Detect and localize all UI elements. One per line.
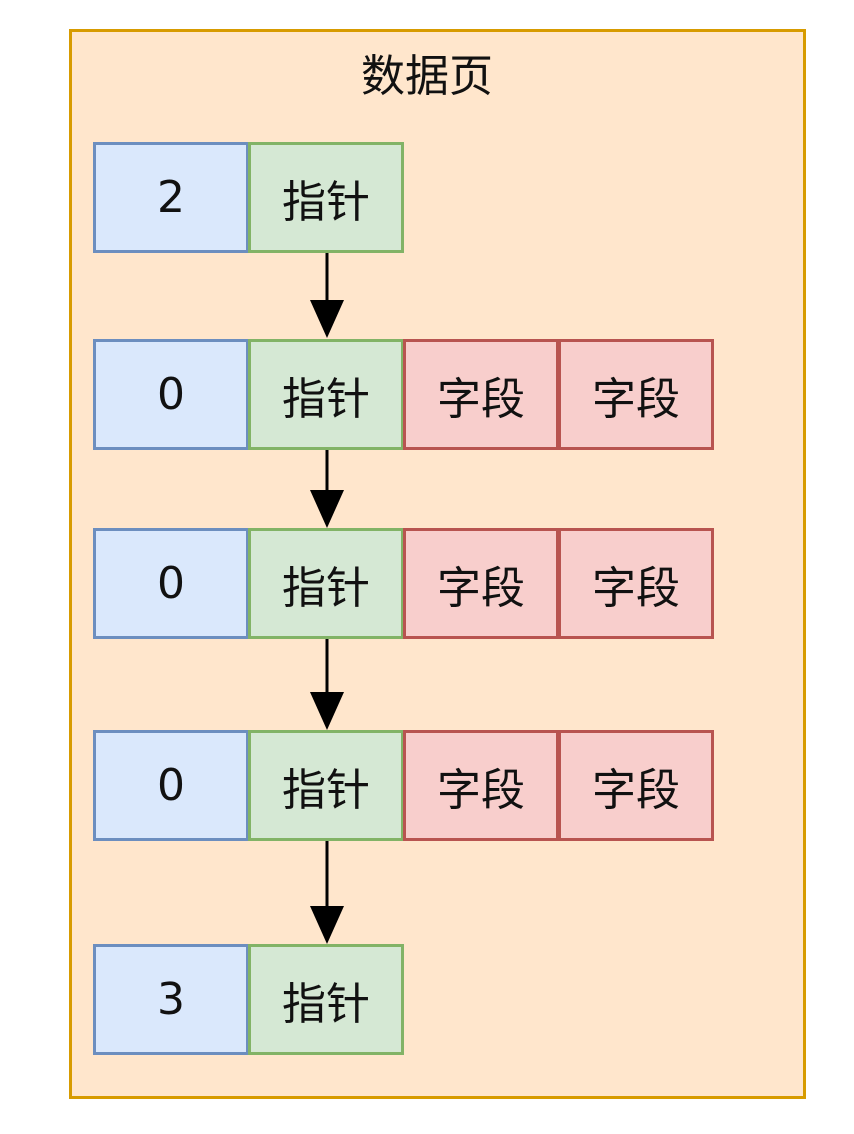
page-title: 数据页: [361, 51, 493, 102]
record-row: 0 指针 字段 字段: [93, 730, 714, 841]
field-cell: 字段: [558, 730, 714, 841]
field-cell: 字段: [403, 730, 559, 841]
record-row: 0 指针 字段 字段: [93, 339, 714, 450]
field-cell: 字段: [403, 339, 559, 450]
record-row: 0 指针 字段 字段: [93, 528, 714, 639]
field-cell: 字段: [403, 528, 559, 639]
record-header-cell: 2: [93, 142, 249, 253]
record-header-cell: 0: [93, 339, 249, 450]
pointer-cell: 指针: [248, 944, 404, 1055]
record-header-cell: 0: [93, 730, 249, 841]
field-cell: 字段: [558, 339, 714, 450]
record-header-cell: 3: [93, 944, 249, 1055]
record-header-cell: 0: [93, 528, 249, 639]
field-cell: 字段: [558, 528, 714, 639]
pointer-cell: 指针: [248, 730, 404, 841]
pointer-cell: 指针: [248, 528, 404, 639]
record-row: 2 指针: [93, 142, 404, 253]
record-row: 3 指针: [93, 944, 404, 1055]
pointer-cell: 指针: [248, 339, 404, 450]
pointer-cell: 指针: [248, 142, 404, 253]
